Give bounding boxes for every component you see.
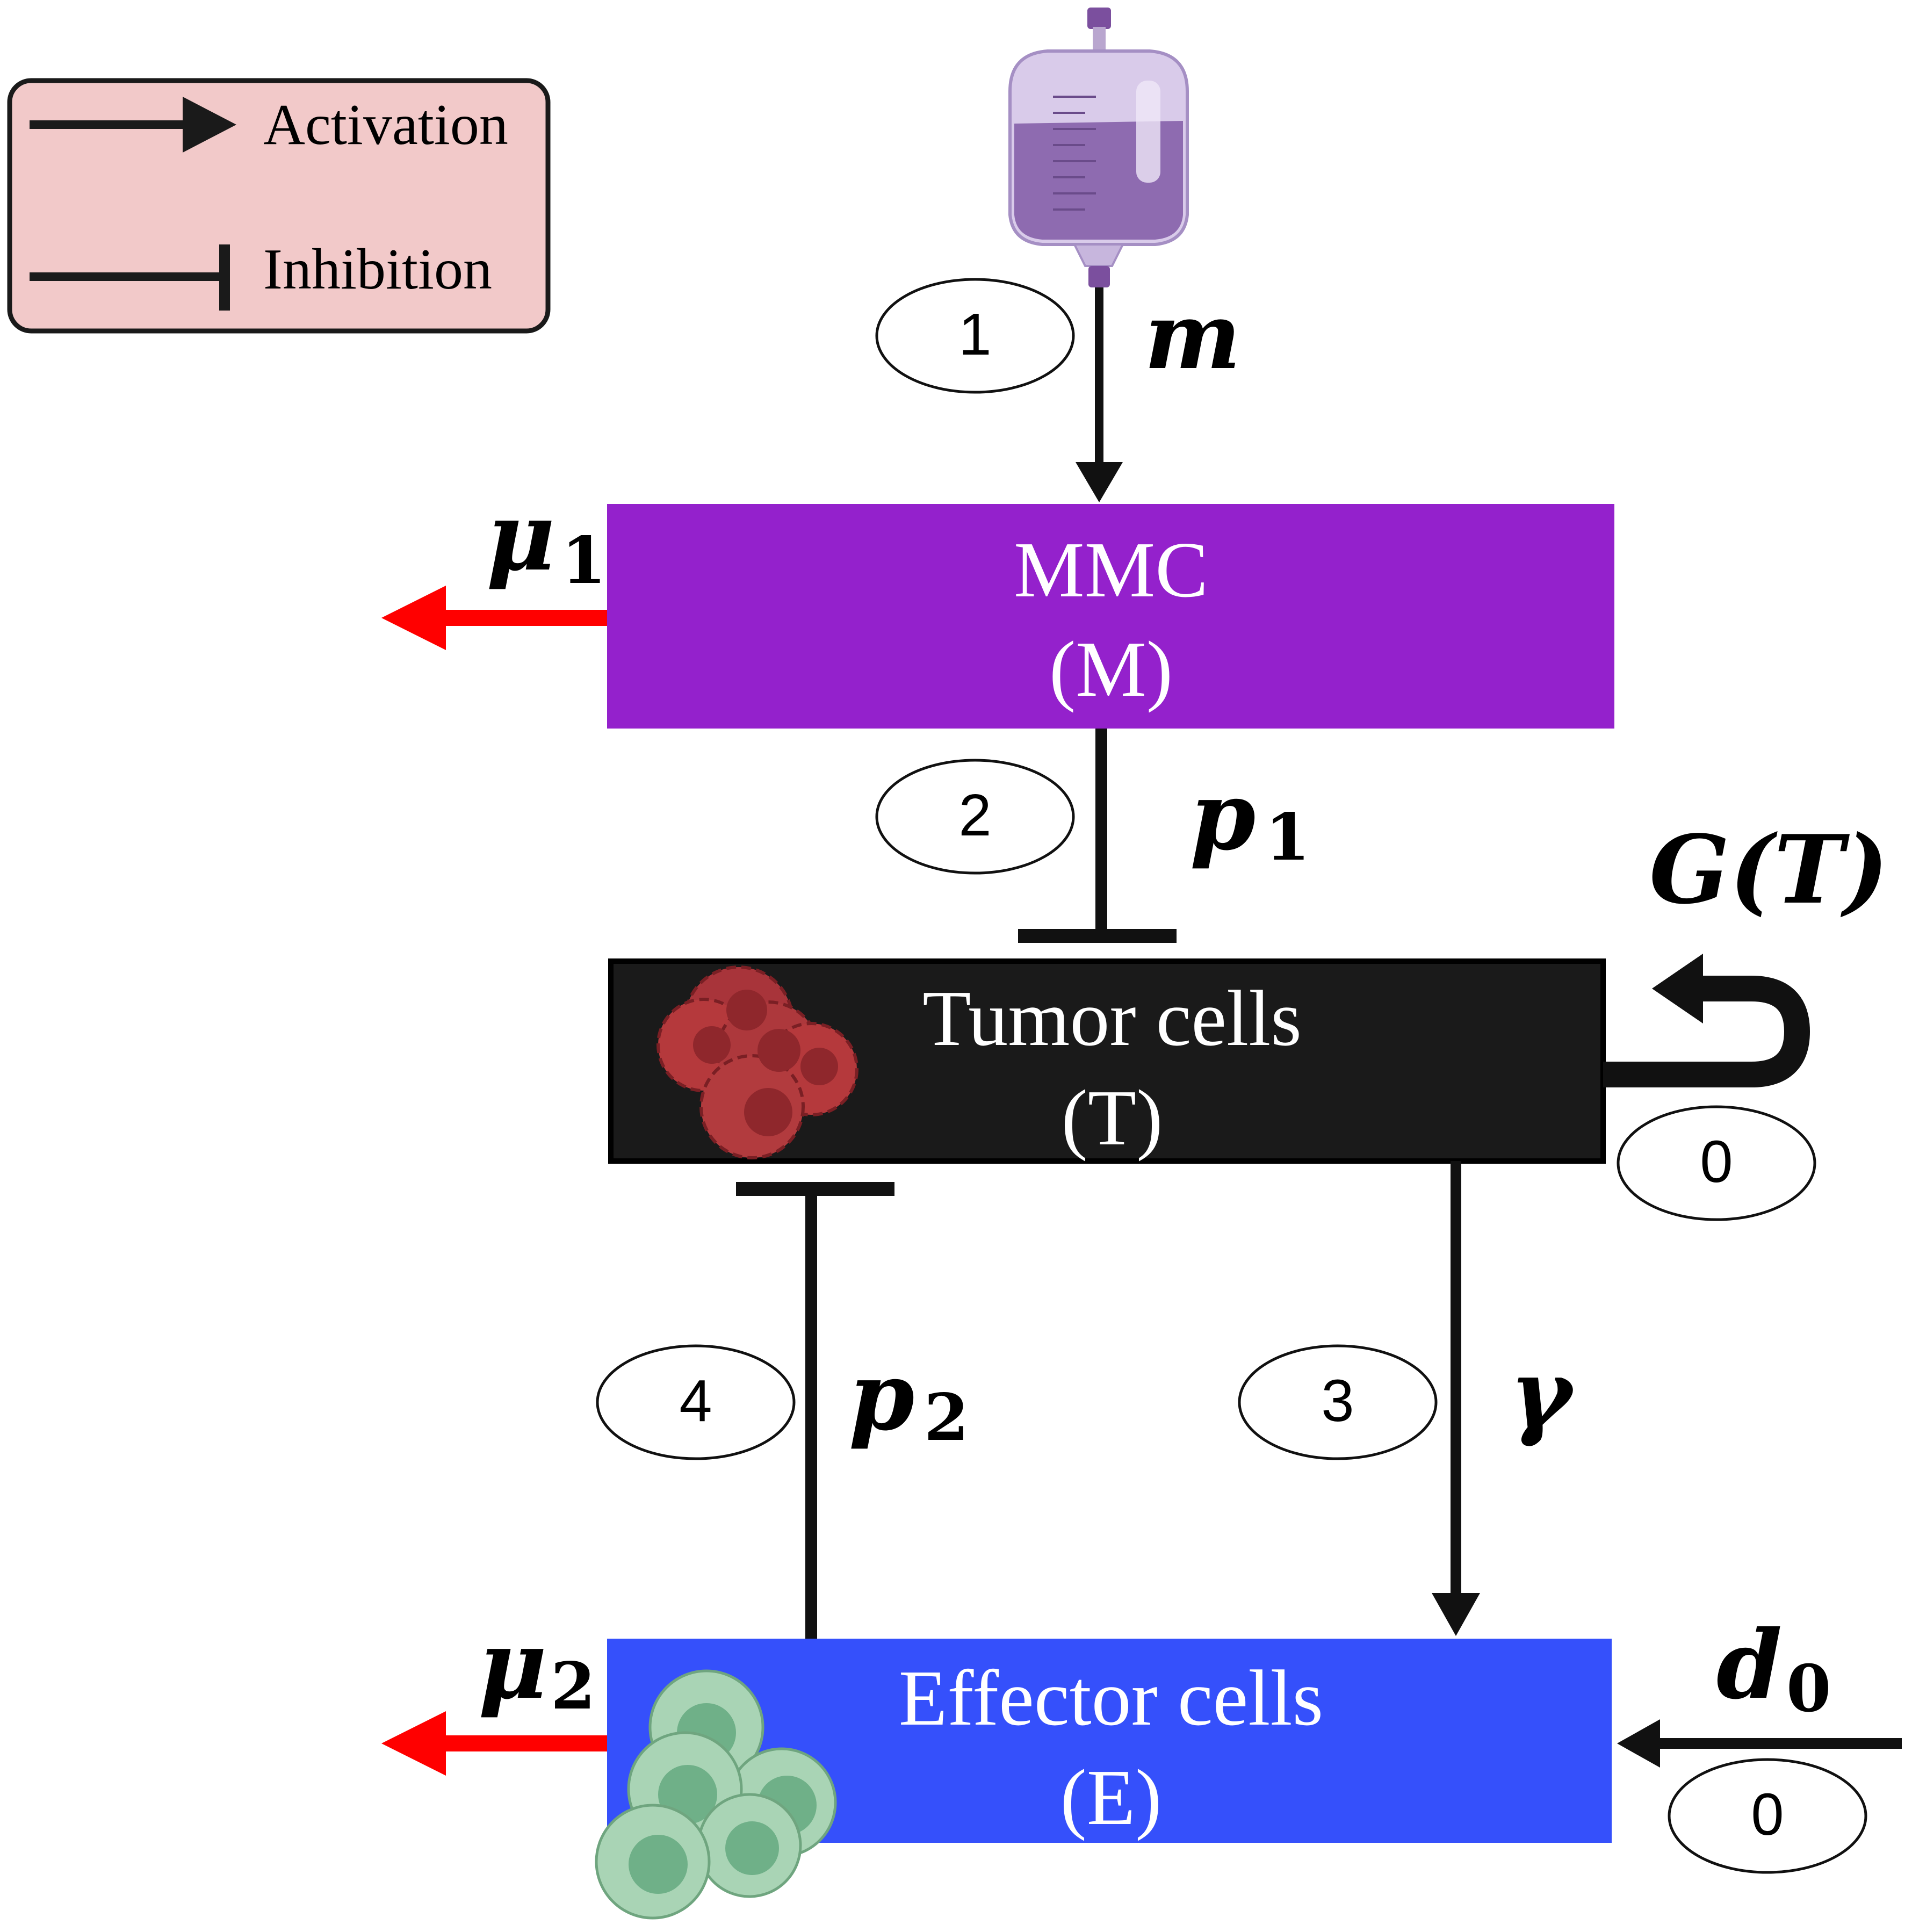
param-d0: d (1716, 1610, 1782, 1720)
inhibition-label: Inhibition (263, 237, 492, 301)
step-3-label: 3 (1321, 1368, 1354, 1434)
mmc-decay-arrow (381, 586, 607, 650)
param-mu2: μ (478, 1610, 547, 1720)
tumor-sublabel: (T) (1062, 1074, 1163, 1162)
step-0-tumor-ellipse (1617, 1105, 1816, 1221)
effector-source-arrow (1617, 1719, 1902, 1768)
tumor-growth-loop (1603, 954, 1810, 1087)
param-growth: G(T) (1649, 815, 1888, 925)
step-0-effector-label: 0 (1751, 1782, 1784, 1848)
mmc-inhibits-tumor (1018, 729, 1177, 943)
param-p1: p (1190, 761, 1256, 871)
effector-cells-icon (595, 1669, 837, 1920)
param-mu1: μ (486, 482, 555, 592)
effector-sublabel: (E) (1060, 1754, 1162, 1842)
inhibition-legend-bar (30, 244, 230, 311)
tumor-cells-icon (656, 965, 858, 1159)
effector-label: Effector cells (899, 1654, 1323, 1742)
iv-bag-icon (1008, 8, 1189, 287)
param-m: m (1144, 283, 1241, 390)
step-1-label: 1 (958, 301, 991, 367)
param-p1-subscript: 1 (1265, 799, 1310, 875)
step-0-effector-ellipse (1668, 1758, 1867, 1874)
param-p2: p (849, 1342, 914, 1452)
param-p2-subscript: 2 (924, 1380, 969, 1455)
activation-legend-arrow (30, 97, 236, 153)
effector-decay-arrow (381, 1711, 607, 1776)
tumor-activates-effector (1432, 1161, 1480, 1636)
step-1-ellipse (875, 278, 1075, 394)
effector-inhibits-tumor (736, 1182, 894, 1639)
step-2-ellipse (875, 759, 1075, 875)
param-mu2-subscript: 2 (551, 1648, 596, 1724)
param-gamma: γ (1510, 1339, 1576, 1449)
step-4-ellipse (596, 1344, 796, 1460)
step-4-label: 4 (679, 1368, 712, 1434)
activation-label: Activation (263, 93, 508, 157)
mmc-label: MMC (1014, 526, 1208, 614)
param-mu1-subscript: 1 (561, 523, 607, 599)
legend: Activation Inhibition (7, 78, 551, 334)
step-0-tumor-label: 0 (1700, 1129, 1733, 1195)
legend-box (7, 78, 551, 334)
step-3-ellipse (1238, 1344, 1438, 1460)
step-2-label: 2 (958, 782, 991, 848)
param-d0-subscript: 0 (1786, 1651, 1831, 1727)
mmc-box (607, 504, 1614, 729)
tumor-label: Tumor cells (922, 975, 1302, 1063)
infusion-arrow (1076, 287, 1123, 502)
mmc-sublabel: (M) (1049, 625, 1173, 713)
